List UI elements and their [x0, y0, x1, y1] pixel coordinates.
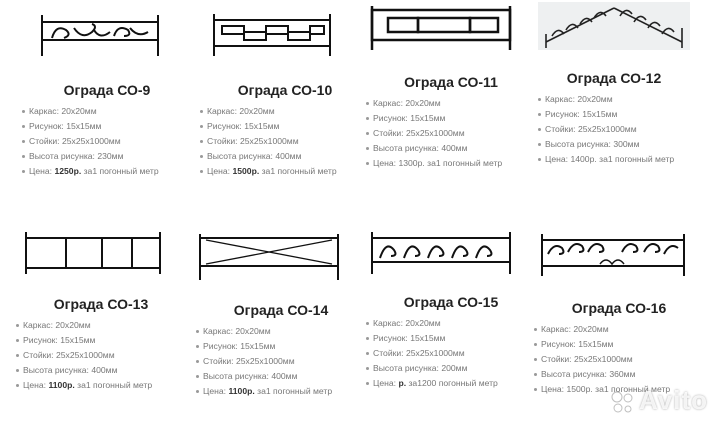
spec-frame: Каркас: 20x20мм	[366, 96, 541, 111]
spec-height: Высота рисунка: 400мм	[366, 141, 541, 156]
spec-pattern: Рисунок: 15x15мм	[22, 119, 197, 134]
product-card-co-14[interactable]: Ограда СО-14 Каркас: 20x20мм Рисунок: 15…	[196, 230, 366, 435]
spec-price: Цена: 1400р. за1 погонный метр	[538, 152, 713, 167]
spec-height: Высота рисунка: 230мм	[22, 149, 197, 164]
spec-frame: Каркас: 20x20мм	[366, 316, 541, 331]
spec-list: Каркас: 20x20мм Рисунок: 15x15мм Стойки:…	[16, 318, 191, 393]
spec-price: Цена: р. за1200 погонный метр	[366, 376, 541, 391]
panel-fence-icon	[16, 228, 186, 288]
product-title[interactable]: Ограда СО-9	[63, 82, 151, 98]
scroll-fence-icon	[22, 10, 192, 70]
spec-posts: Стойки: 25x25x1000мм	[534, 352, 709, 367]
spec-height: Высота рисунка: 400мм	[200, 149, 375, 164]
spec-list: Каркас: 20x20мм Рисунок: 15x15мм Стойки:…	[196, 324, 371, 399]
product-card-co-11[interactable]: Ограда СО-11 Каркас: 20x20мм Рисунок: 15…	[366, 4, 536, 209]
box-fence-icon	[366, 4, 536, 64]
ornate-wave-fence-icon	[534, 230, 704, 290]
spec-frame: Каркас: 20x20мм	[200, 104, 375, 119]
spec-price: Цена: 1100р. за1 погонный метр	[196, 384, 371, 399]
spec-height: Высота рисунка: 400мм	[196, 369, 371, 384]
spec-price: Цена: 1100р. за1 погонный метр	[16, 378, 191, 393]
spec-frame: Каркас: 20x20мм	[538, 92, 713, 107]
product-title[interactable]: Ограда СО-16	[571, 300, 667, 316]
product-title[interactable]: Ограда СО-11	[404, 74, 498, 90]
spec-pattern: Рисунок: 15x15мм	[16, 333, 191, 348]
spec-posts: Стойки: 25x25x1000мм	[22, 134, 197, 149]
spec-list: Каркас: 20x20мм Рисунок: 15x15мм Стойки:…	[366, 316, 541, 391]
spec-posts: Стойки: 25x25x1000мм	[366, 126, 541, 141]
spec-height: Высота рисунка: 400мм	[16, 363, 191, 378]
spec-price: Цена: 1300р. за1 погонный метр	[366, 156, 541, 171]
spec-price: Цена: 1500р. за1 погонный метр	[200, 164, 375, 179]
spec-list: Каркас: 20x20мм Рисунок: 15x15мм Стойки:…	[200, 104, 375, 179]
product-card-co-16[interactable]: Ограда СО-16 Каркас: 20x20мм Рисунок: 15…	[534, 230, 704, 435]
product-card-co-12[interactable]: Ограда СО-12 Каркас: 20x20мм Рисунок: 15…	[538, 2, 708, 207]
product-card-co-15[interactable]: Ограда СО-15 Каркас: 20x20мм Рисунок: 15…	[366, 228, 536, 433]
spec-pattern: Рисунок: 15x15мм	[366, 111, 541, 126]
product-title[interactable]: Ограда СО-12	[566, 70, 662, 86]
spec-pattern: Рисунок: 15x15мм	[538, 107, 713, 122]
spec-posts: Стойки: 25x25x1000мм	[196, 354, 371, 369]
product-title[interactable]: Ограда СО-15	[403, 294, 499, 310]
product-card-co-10[interactable]: Ограда СО-10 Каркас: 20x20мм Рисунок: 15…	[200, 10, 370, 215]
spec-posts: Стойки: 25x25x1000мм	[200, 134, 375, 149]
spec-list: Каркас: 20x20мм Рисунок: 15x15мм Стойки:…	[538, 92, 713, 167]
spec-list: Каркас: 20x20мм Рисунок: 15x15мм Стойки:…	[366, 96, 541, 171]
spec-pattern: Рисунок: 15x15мм	[534, 337, 709, 352]
spec-list: Каркас: 20x20мм Рисунок: 15x15мм Стойки:…	[22, 104, 197, 179]
spec-frame: Каркас: 20x20мм	[22, 104, 197, 119]
spec-frame: Каркас: 20x20мм	[16, 318, 191, 333]
cross-fence-icon	[196, 230, 366, 290]
arched-fence-photo	[538, 2, 690, 50]
wave-fence-icon	[366, 228, 536, 288]
spec-posts: Стойки: 25x25x1000мм	[366, 346, 541, 361]
spec-posts: Стойки: 25x25x1000мм	[538, 122, 713, 137]
spec-height: Высота рисунка: 300мм	[538, 137, 713, 152]
spec-posts: Стойки: 25x25x1000мм	[16, 348, 191, 363]
avito-logo-icon	[611, 391, 633, 413]
spec-frame: Каркас: 20x20мм	[534, 322, 709, 337]
product-title[interactable]: Ограда СО-13	[53, 296, 149, 312]
product-title[interactable]: Ограда СО-10	[237, 82, 333, 98]
product-card-co-9[interactable]: Ограда СО-9 Каркас: 20x20мм Рисунок: 15x…	[22, 10, 192, 215]
spec-pattern: Рисунок: 15x15мм	[200, 119, 375, 134]
spec-list: Каркас: 20x20мм Рисунок: 15x15мм Стойки:…	[534, 322, 709, 397]
spec-frame: Каркас: 20x20мм	[196, 324, 371, 339]
spec-height: Высота рисунка: 360мм	[534, 367, 709, 382]
product-card-co-13[interactable]: Ограда СО-13 Каркас: 20x20мм Рисунок: 15…	[16, 228, 186, 433]
spec-pattern: Рисунок: 15x15мм	[366, 331, 541, 346]
product-title[interactable]: Ограда СО-14	[233, 302, 329, 318]
avito-watermark: Avito	[609, 385, 708, 416]
spec-height: Высота рисунка: 200мм	[366, 361, 541, 376]
spec-price: Цена: 1500р. за1 погонный метр	[534, 382, 709, 397]
spec-price: Цена: 1250р. за1 погонный метр	[22, 164, 197, 179]
spec-pattern: Рисунок: 15x15мм	[196, 339, 371, 354]
rectangles-fence-icon	[200, 10, 370, 70]
